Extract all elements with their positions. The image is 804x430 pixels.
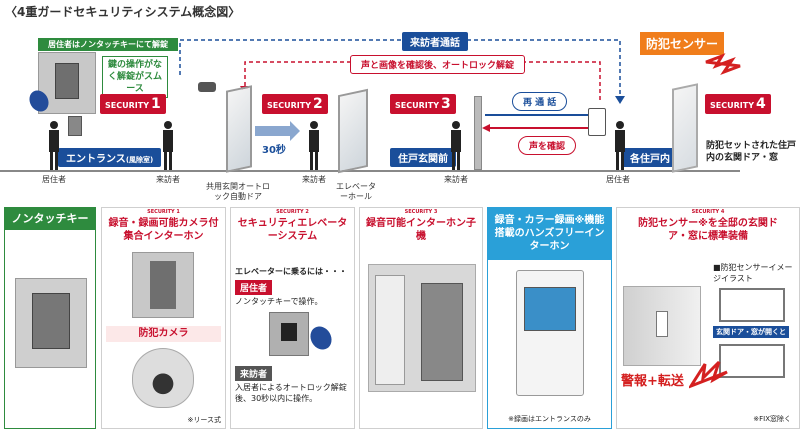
handsfree-monitor [516,270,584,396]
door-front-label: 住戸玄関前 [390,148,456,167]
resident-tag: 居住者 [235,280,273,295]
security-3-number: 3 [440,96,451,112]
panel-security-1-badge: SECURITY 1 [147,209,180,215]
security-camera-label: 防犯カメラ [106,326,221,342]
visitor-figure-3 [448,120,464,170]
key-fob-icon [306,322,336,354]
fix-note: ※FIX窓除く [753,415,791,423]
panel-nontouch-key: ノンタッチキー [4,207,96,429]
panel-nontouch-key-title: ノンタッチキー [5,208,95,230]
voice-confirm-arrowhead [482,124,490,132]
resident-label-2: 居住者 [606,175,630,184]
security-2-text: SECURITY [267,101,311,110]
inside-label: 各住戸内 [622,148,678,167]
alarm-transfer-label: 警報+転送 [621,374,684,389]
sensor-photo [623,286,701,366]
reader-device [269,312,309,356]
visitor-label-2: 来訪者 [302,175,326,184]
elevator-hall-label: エレベーターホール [336,182,376,201]
panel-security-1-title: 録音・録画可能カメラ付集合インターホン [108,218,219,242]
lease-note: ※リース式 [187,416,221,424]
auto-door [226,85,252,173]
resident-figure-2 [612,120,628,170]
panel-security-1: SECURITY 1 録音・録画可能カメラ付集合インターホン 防犯カメラ ※リー… [101,207,226,429]
resident-instruction: ノンタッチキーで操作。 [235,297,323,306]
elevator [338,88,368,174]
visitor-call-arrowhead [615,96,625,104]
security-4-number: 4 [755,96,766,112]
panel-security-3: SECURITY 3 録音可能インターホン子機 [359,207,483,429]
flow-lines [179,39,625,141]
door-intercom-photo [368,264,476,392]
monitor-icon [588,108,606,136]
camera-icon [198,82,216,92]
panel-security-2-title: セキュリティエレベーターシステム [237,218,348,242]
recall-label: 再 通 話 [512,92,568,111]
panel-security-3-badge: SECURITY 3 [404,209,438,215]
visitor-label-3: 来訪者 [444,175,468,184]
timer-arrow [255,121,300,141]
sensor-note: 防犯セットされた住戸内の玄関ドア・窓 [706,141,797,163]
unit-door [474,96,482,170]
crime-sensor-label: 防犯センサー [640,32,725,55]
intercom-panel-photo [132,252,194,318]
timer-label: 30秒 [262,145,286,156]
resident-label-1: 居住者 [42,175,66,184]
shared-door-label: 共用玄関オートロック自動ドア [206,182,270,201]
panel-security-2-badge: SECURITY 2 [276,209,309,215]
panel-security-2: SECURITY 2 セキュリティエレベーターシステム エレベーターに乗るには・… [230,207,355,429]
visitor-label-1: 来訪者 [156,175,180,184]
sensor-door [672,83,698,173]
nontouch-key-photo [15,278,87,368]
panel-handsfree-title: 録音・カラー録画※機能搭載のハンズフリーインターホン [488,208,611,260]
elevator-lead: エレベーターに乗るには・・・ [235,267,347,276]
floor-line [0,170,740,172]
visitor-figure-2 [306,120,322,170]
visitor-call-label: 来訪者通話 [402,32,468,51]
dome-camera-image [132,348,194,408]
security-2-number: 2 [312,96,323,112]
security-3-text: SECURITY [395,101,439,110]
visitor-call-line [179,39,621,100]
security-4-text: SECURITY [710,101,754,110]
window-closed-icon [719,288,785,322]
auto-lock-line [244,61,601,100]
security-1-text: SECURITY [105,101,149,110]
door-open-label: 玄関ドア・窓が開くと [713,326,789,338]
panel-security-4-title: 防犯センサー※を全邸の玄関ドア・窓に標準装備 [638,218,778,242]
panel-handsfree: 録音・カラー録画※機能搭載のハンズフリーインターホン ※録画はエントランスのみ [487,207,612,429]
alarm-icon [705,53,741,76]
panel-security-4-badge: SECURITY 4 [691,209,725,215]
visitor-tag: 来訪者 [235,366,273,381]
security-1-number: 1 [150,96,161,112]
entrance-text: エントランス [66,154,126,165]
visitor-instruction: 入居者によるオートロック解錠後、30秒以内に操作。 [235,383,347,403]
callout-resident: 居住者はノンタッチキーにて解錠 [38,38,178,51]
window-open-icon [719,344,785,378]
resident-figure [46,120,62,170]
reader-icon [68,116,82,136]
auto-lock-label: 声と画像を確認後、オートロック解錠 [350,55,526,74]
entrance-label: エントランス(風除室) [58,148,162,167]
visitor-figure-1 [160,120,176,170]
diagram-title: 〈4重ガードセキュリティシステム概念図〉 [5,5,241,19]
intercom-photo [38,52,96,114]
entrance-sub: (風除室) [125,156,154,164]
recording-note: ※録画はエントランスのみ [508,415,591,423]
panel-security-4: SECURITY 4 防犯センサー※を全邸の玄関ドア・窓に標準装備 ■防犯センサ… [616,207,800,429]
alarm-burst-icon [689,360,728,389]
panel-security-3-title: 録音可能インターホン子機 [366,218,476,242]
voice-confirm-label: 声を確認 [518,136,577,155]
sensor-image-caption: ■防犯センサーイメージイラスト [713,263,793,283]
